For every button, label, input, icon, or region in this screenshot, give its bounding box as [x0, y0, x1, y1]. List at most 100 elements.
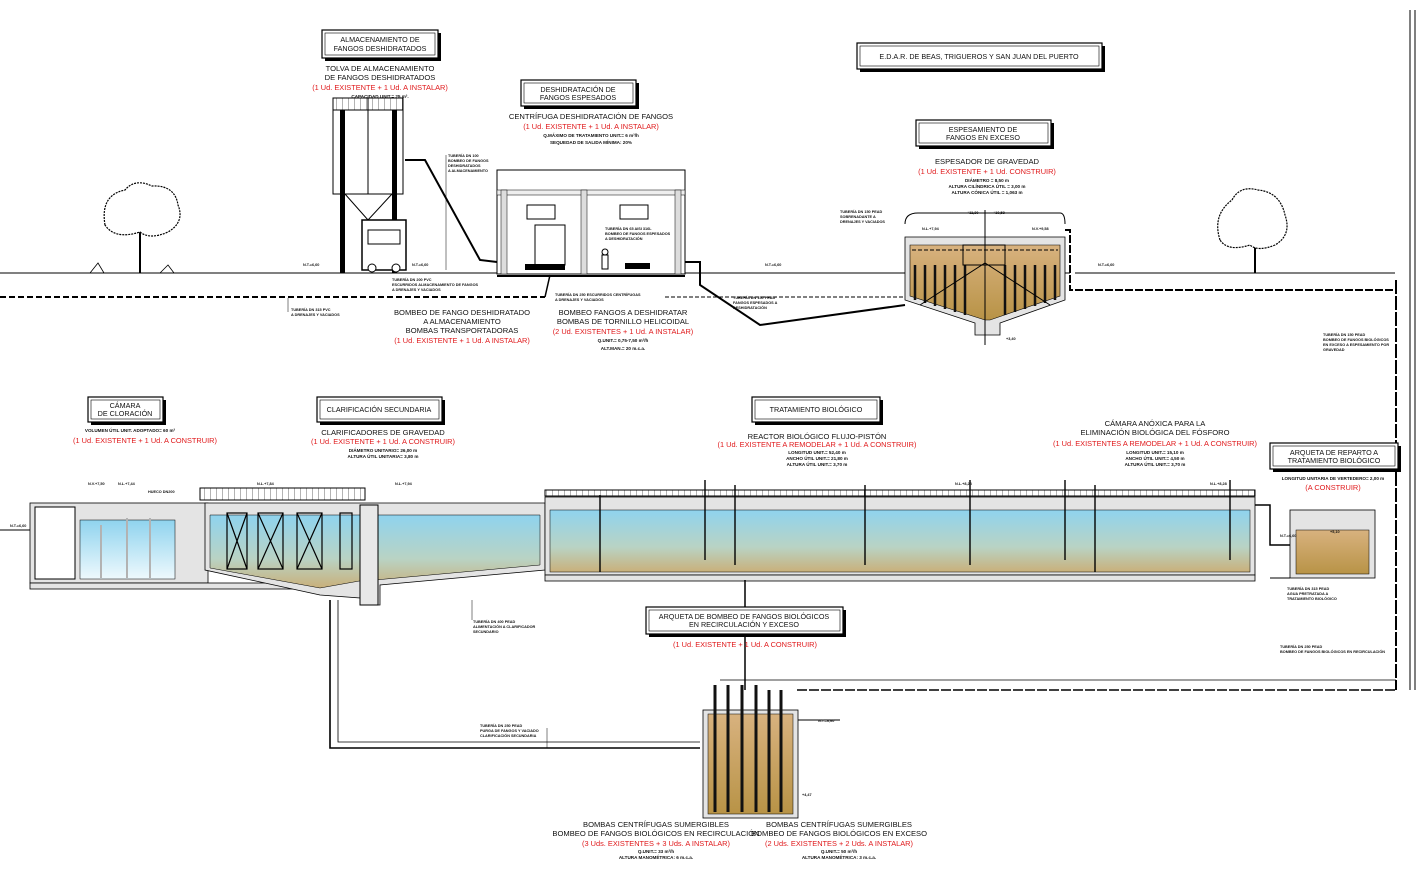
deshidratacion-notes: CENTRÍFUGA DESHIDRATACIÓN DE FANGOS (1 U…	[509, 112, 673, 145]
box-line: CÁMARA	[110, 401, 141, 410]
level-mark: N.L.+8,28	[1210, 482, 1227, 486]
desc-line: BOMBAS TRANSPORTADORAS	[406, 326, 519, 335]
desc-line: BOMBAS CENTRÍFUGAS SUMERGIBLES	[766, 820, 912, 829]
desc-line: BOMBEO DE FANGOS BIOLÓGICOS EN EXCESO	[751, 829, 927, 838]
level-mark: N.L.+7,94	[395, 482, 413, 486]
level-marks: N.T.=6,60 N.T.=6,60 N.T.=6,60 N.T.=6,60 …	[10, 211, 1340, 797]
label-text: TRATAMIENTO BIOLÓGICO	[1287, 596, 1337, 601]
status-text: (1 Ud. EXISTENTE + 1 Ud. CONSTRUIR)	[918, 167, 1056, 176]
level-mark: N.T.=6,60	[1280, 534, 1296, 538]
spec-line: VOLUMEN ÚTIL UNIT. ADOPTADO= 60 m³	[85, 427, 176, 433]
status-text: (1 Ud. EXISTENTE + 1 Ud. A CONSTRUIR)	[311, 437, 455, 446]
label-text: CLARIFICACIÓN SECUNDARIA	[480, 733, 537, 738]
desc-line: BOMBEO DE FANGOS BIOLÓGICOS EN RECIRCULA…	[552, 829, 759, 838]
bombeo-deshidratado-notes: BOMBEO DE FANGO DESHIDRATADO A ALMACENAM…	[394, 308, 530, 345]
level-mark: N.T.=6,60	[765, 263, 781, 267]
box-line: CLARIFICACIÓN SECUNDARIA	[327, 405, 432, 414]
distribution-chamber	[1255, 504, 1376, 579]
label-text: TUBERÍA DN 200 PVC	[392, 277, 432, 282]
desc-line: ESPESADOR DE GRAVEDAD	[935, 157, 1040, 166]
label-text: BOMBEO DE FANGOS	[448, 159, 489, 163]
almacenamiento-notes: TOLVA DE ALMACENAMIENTO DE FANGOS DESHID…	[312, 64, 448, 99]
label-text: PURGA DE FANGOS Y VACIADO	[480, 729, 539, 733]
spec-line: ALT.MAN.= 20 m.c.a.	[601, 346, 645, 351]
level-mark: N.T.=6,60	[818, 719, 834, 723]
title-box-reparto: ARQUETA DE REPARTO A TRATAMIENTO BIOLÓGI…	[1269, 442, 1401, 472]
status-text: (1 Ud. EXISTENTE + 1 Ud. A CONSTRUIR)	[673, 640, 817, 649]
spec-line: ALTURA MANOMÉTRICA: 3 m.c.a.	[802, 853, 876, 860]
spec-line: Q.UNIT.= 33 m³/h	[638, 849, 675, 854]
label-text: TUBERÍA DN 250 PEAD	[1280, 644, 1323, 649]
status-text: (1 Ud. EXISTENTE A REMODELAR + 1 Ud. A C…	[718, 440, 917, 449]
label-text: TUBERÍA DN 400 PEAD	[473, 619, 516, 624]
label-text: ALIMENTACIÓN A CLARIFICADOR	[473, 624, 536, 629]
level-mark: +10,58	[993, 211, 1005, 215]
box-line: ARQUETA DE BOMBEO DE FANGOS BIOLÓGICOS	[659, 612, 830, 621]
gravity-thickener	[904, 210, 1066, 345]
spec-line: LONGITUD UNITARIA DE VERTEDERO= 2,00 m	[1282, 476, 1384, 481]
biological-reactor	[544, 480, 1256, 582]
level-mark: N.L.+8,28	[955, 482, 972, 486]
arqueta-bombeo-notes: (1 Ud. EXISTENTE + 1 Ud. A CONSTRUIR)	[673, 640, 817, 649]
desc-line: DE FANGOS DESHIDRATADOS	[325, 73, 436, 82]
desc-line: TOLVA DE ALMACENAMIENTO	[326, 64, 435, 73]
upper-pipes	[0, 229, 1395, 327]
label-text: AGUA PRETRATADA A	[1287, 592, 1328, 596]
dewatering-building	[496, 169, 686, 277]
level-mark: N.L.+7,94	[922, 227, 940, 231]
label-text: A DESHIDRATACIÓN	[605, 236, 643, 241]
spec-line: ALTURA ÚTIL UNITARIA= 3,80 m	[348, 453, 419, 459]
title-box-almacenamiento: ALMACENAMIENTO DE FANGOS DESHIDRATADOS	[321, 29, 441, 61]
chlorination-chamber	[29, 502, 361, 590]
desc-line: BOMBAS DE TORNILLO HELICOIDAL	[557, 317, 689, 326]
label-text: EN EXCESO A ESPESAMIENTO POR	[1323, 343, 1389, 347]
box-line: DESHIDRATACIÓN DE	[540, 85, 615, 94]
label-text: BOMBEO DE FANGOS BIOLÓGICOS	[1323, 337, 1389, 342]
reparto-notes: LONGITUD UNITARIA DE VERTEDERO= 2,00 m (…	[1282, 476, 1384, 492]
spec-line: ALTURA MANOMÉTRICA: 6 m.c.a.	[619, 853, 693, 860]
spec-line: Q.UNIT.= 50 m³/h	[821, 849, 858, 854]
status-text: (2 Ud. EXISTENTES + 1 Ud. A INSTALAR)	[553, 327, 694, 336]
level-mark: +3,40	[1006, 337, 1016, 341]
anoxica-notes: CÁMARA ANÓXICA PARA LA ELIMINACIÓN BIOLÓ…	[1053, 419, 1257, 467]
level-mark: N.T.=6,60	[1098, 263, 1114, 267]
desc-line: BOMBEO FANGOS A DESHIDRATAR	[559, 308, 688, 317]
clarificacion-notes: CLARIFICADORES DE GRAVEDAD (1 Ud. EXISTE…	[311, 428, 455, 459]
label-text: FANGOS ESPESADOS A	[733, 301, 778, 305]
level-mark: N.L.+7,84	[257, 482, 275, 486]
box-line: TRATAMIENTO BIOLÓGICO	[770, 405, 863, 414]
desc-line: CÁMARA ANÓXICA PARA LA	[1105, 419, 1207, 428]
title-box-cloracion: CÁMARA DE CLORACIÓN	[87, 396, 166, 425]
spec-line: DIÁMETRO UNITARIO= 26,00 m	[349, 447, 417, 453]
spec-line: LONGITUD UNIT.= 52,40 m	[788, 450, 846, 455]
box-line: ALMACENAMIENTO DE	[340, 35, 420, 44]
desc-line: BOMBEO DE FANGO DESHIDRATADO	[394, 308, 530, 317]
box-line: ARQUETA DE REPARTO A	[1290, 448, 1378, 457]
level-mark: N.V.+9,58	[1032, 227, 1049, 231]
label-text: DRENAJES Y VACIADOS	[840, 220, 885, 224]
spec-line: ANCHO ÚTIL UNIT.= 21,80 m	[786, 455, 848, 461]
label-text: BOMBEO DE FANGOS BIOLÓGICOS EN RECIRCULA…	[1280, 649, 1385, 654]
bombas-exceso-notes: BOMBAS CENTRÍFUGAS SUMERGIBLES BOMBEO DE…	[751, 820, 927, 860]
label-text: TUBERÍA DN 250 ESCURRIDOS CENTRÍFUGAS	[555, 292, 641, 297]
tree-right	[1217, 188, 1288, 273]
box-line: DE CLORACIÓN	[98, 409, 153, 418]
bombas-recirculacion-notes: BOMBAS CENTRÍFUGAS SUMERGIBLES BOMBEO DE…	[552, 820, 759, 860]
label-text: A DRENAJES Y VACIADOS	[392, 288, 441, 292]
spec-line: SEQUEDAD DE SALIDA MÍNIMA: 20%	[550, 138, 632, 145]
label-text: GRAVEDAD	[1323, 348, 1345, 352]
status-text: (3 Uds. EXISTENTES + 3 Uds. A INSTALAR)	[582, 839, 730, 848]
desc-line: REACTOR BIOLÓGICO FLUJO-PISTÓN	[748, 432, 887, 441]
pumping-well	[702, 685, 799, 819]
status-text: (1 Ud. EXISTENTE + 1 Ud. A INSTALAR)	[394, 336, 530, 345]
label-text: SOBRENADANTE A	[840, 215, 876, 219]
label-text: A DRENAJES Y VACIADOS	[555, 298, 604, 302]
level-mark: +4,47	[802, 793, 812, 797]
